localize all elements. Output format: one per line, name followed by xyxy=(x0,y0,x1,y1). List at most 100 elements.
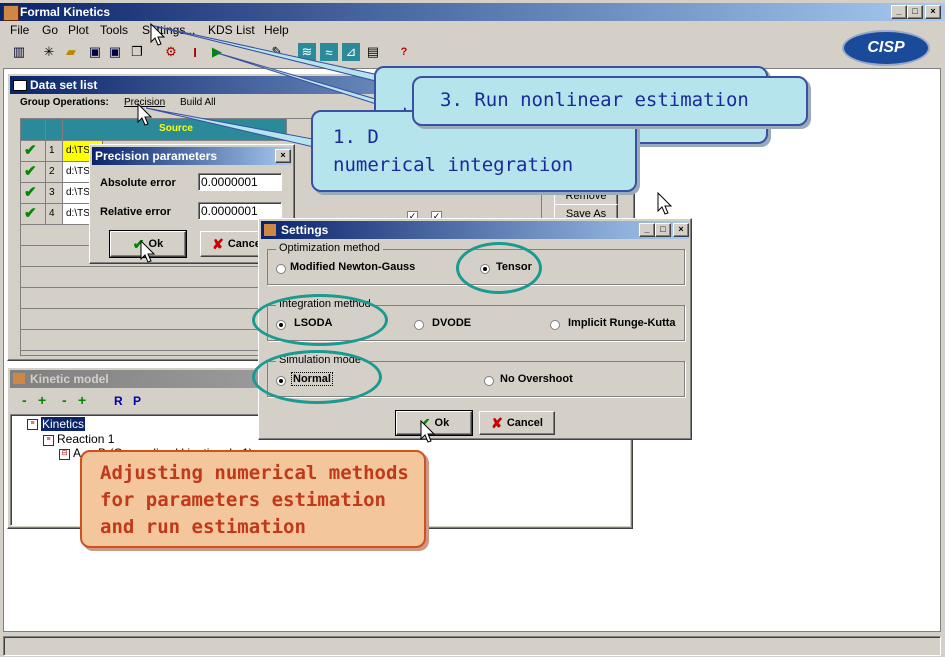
cancel-label: Cancel xyxy=(506,417,543,429)
cross-icon: ✘ xyxy=(212,235,224,252)
minimize-icon[interactable]: _ xyxy=(639,223,655,237)
window-icon xyxy=(13,80,27,91)
close-icon[interactable]: × xyxy=(925,5,941,19)
cancel-label: Cancel xyxy=(227,238,264,250)
settings-cancel-button[interactable]: ✘ Cancel xyxy=(479,411,555,435)
cursor-icon xyxy=(137,103,153,126)
list-icon[interactable]: ▥ xyxy=(12,44,26,59)
cross-icon: ✘ xyxy=(491,414,503,431)
run-icon[interactable]: ▶ xyxy=(212,44,222,59)
brand-logo-text: CISP xyxy=(867,39,905,56)
grid-header-source: Source xyxy=(63,119,287,141)
callout-step3: 3. Run nonlinear estimation xyxy=(412,76,808,126)
relative-error-label: Relative error xyxy=(100,206,171,218)
summary-line-3: and run estimation xyxy=(100,516,306,538)
brand-logo: CISP xyxy=(842,30,930,66)
whats-new-icon[interactable]: ? xyxy=(400,46,408,58)
grid-header-check xyxy=(21,119,46,141)
app-icon xyxy=(3,5,19,21)
info-icon[interactable]: I xyxy=(193,44,197,60)
save-as-icon[interactable]: ▣ xyxy=(108,44,122,59)
remove-step-icon[interactable]: - xyxy=(62,392,67,408)
row-check-icon[interactable]: ✔ xyxy=(21,162,46,183)
r-button[interactable]: R xyxy=(114,394,123,408)
save-icon[interactable]: ▣ xyxy=(88,44,102,59)
tree-root[interactable]: Kinetics xyxy=(41,417,86,431)
radio-dvode[interactable] xyxy=(414,320,424,330)
ok-label: Ok xyxy=(148,238,164,250)
row-num: 4 xyxy=(46,204,63,225)
row-check-icon[interactable]: ✔ xyxy=(21,204,46,225)
cursor-icon xyxy=(420,420,436,443)
close-icon[interactable]: × xyxy=(673,223,689,237)
add-step-icon[interactable]: + xyxy=(78,392,87,408)
edit-icon[interactable]: ✎ xyxy=(271,44,283,59)
label-newton-gauss: Modified Newton-Gauss xyxy=(290,261,416,273)
highlight-lsoda xyxy=(252,294,388,346)
dataset-title: Data set list xyxy=(30,78,98,92)
source-header: Source xyxy=(159,123,193,134)
check-icon: ✔ xyxy=(418,414,431,431)
row-num: 1 xyxy=(46,141,63,162)
cursor-icon xyxy=(140,240,156,263)
chart2-icon[interactable]: ≈ xyxy=(320,43,338,61)
menu-file[interactable]: File xyxy=(10,23,30,37)
add-reaction-icon[interactable]: + xyxy=(38,392,47,408)
precision-title: Precision parameters xyxy=(95,149,218,163)
highlight-normal xyxy=(252,350,382,404)
tree-root-icon: ≡ xyxy=(27,419,38,430)
callout-step1-line2: numerical integration xyxy=(333,154,574,176)
menu-go[interactable]: Go xyxy=(42,23,59,37)
window-icon xyxy=(13,373,25,384)
p-button[interactable]: P xyxy=(133,394,142,408)
relative-error-field[interactable]: 0.0000001 xyxy=(198,202,282,220)
row-check-icon[interactable]: ✔ xyxy=(21,141,46,162)
row-num: 3 xyxy=(46,183,63,204)
chart3-icon[interactable]: ⊿ xyxy=(342,43,360,61)
cursor-icon xyxy=(657,192,673,215)
label-runge-kutta: Implicit Runge-Kutta xyxy=(568,317,676,329)
label-dvode: DVODE xyxy=(432,317,472,329)
tree-grandchild-icon: ⊟ xyxy=(59,449,70,460)
tree-child[interactable]: Reaction 1 xyxy=(57,432,115,446)
radio-runge-kutta[interactable] xyxy=(550,320,560,330)
minimize-icon[interactable]: _ xyxy=(891,5,907,19)
new-icon[interactable]: ✳ xyxy=(43,44,55,59)
summary-line-1: Adjusting numerical methods xyxy=(100,462,409,484)
group-ops-label: Group Operations: xyxy=(20,97,109,108)
remove-button-label: Remove xyxy=(565,190,607,202)
summary-callout: Adjusting numerical methods for paramete… xyxy=(80,450,426,548)
chart-icon[interactable]: ≋ xyxy=(298,43,316,61)
row-check-icon[interactable]: ✔ xyxy=(21,183,46,204)
copy-icon[interactable]: ❐ xyxy=(131,44,143,59)
settings-ok-button[interactable]: ✔ Ok xyxy=(395,410,473,436)
grid-header-num xyxy=(46,119,63,141)
report-icon[interactable]: ▤ xyxy=(366,44,380,59)
ok-label: Ok xyxy=(434,417,450,429)
precision-link[interactable]: Precision xyxy=(124,97,166,108)
close-icon[interactable]: × xyxy=(275,149,291,163)
menu-kds-list[interactable]: KDS List xyxy=(208,23,255,37)
build-all-link[interactable]: Build All xyxy=(180,97,216,108)
maximize-icon[interactable]: □ xyxy=(655,223,671,237)
maximize-icon[interactable]: □ xyxy=(907,5,923,19)
remove-reaction-icon[interactable]: - xyxy=(22,392,27,408)
open-folder-icon[interactable]: ▰ xyxy=(66,44,76,59)
menu-help[interactable]: Help xyxy=(264,23,289,37)
absolute-error-field[interactable]: 0.0000001 xyxy=(198,173,282,191)
radio-newton-gauss[interactable] xyxy=(276,264,286,274)
callout-step3-text: 3. Run nonlinear estimation xyxy=(440,89,749,111)
absolute-error-label: Absolute error xyxy=(100,177,176,189)
cursor-icon xyxy=(150,23,166,46)
menu-tools[interactable]: Tools xyxy=(100,23,129,37)
precision-title-bar: Precision parameters × xyxy=(92,147,292,165)
settings-icon xyxy=(264,224,276,236)
tree-child-icon: ≡ xyxy=(43,435,54,446)
radio-no-overshoot[interactable] xyxy=(484,376,494,386)
highlight-tensor xyxy=(456,242,542,294)
kinetic-title: Kinetic model xyxy=(30,372,109,386)
check-icon: ✔ xyxy=(132,235,145,252)
app-title-bar: Formal Kinetics _ □ × xyxy=(0,3,945,21)
summary-line-2: for parameters estimation xyxy=(100,489,386,511)
menu-plot[interactable]: Plot xyxy=(68,23,89,37)
